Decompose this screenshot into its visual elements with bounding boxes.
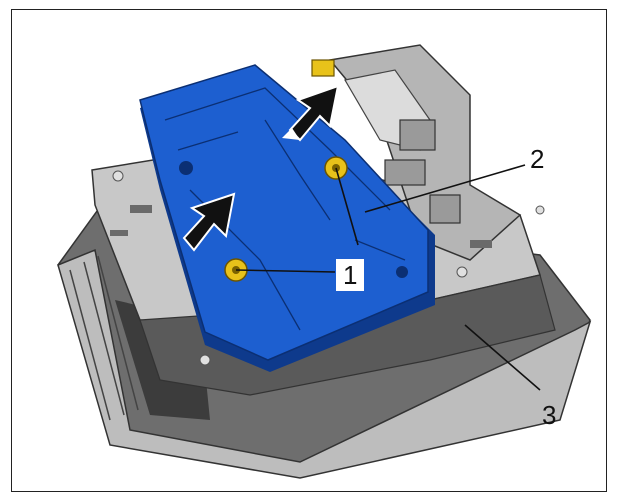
base-plate-slots xyxy=(110,205,492,248)
callout-label-2: 2 xyxy=(530,144,545,174)
housing-front-bezel xyxy=(57,248,592,479)
housing-vent-slats xyxy=(69,255,139,421)
blue-bracket-ribs xyxy=(164,87,406,331)
base-plate-screws xyxy=(112,170,545,366)
removal-arrow-lower xyxy=(182,192,236,252)
callout-label-1: 1 xyxy=(336,259,365,291)
connector-clips xyxy=(384,119,461,224)
blue-bracket-holes xyxy=(179,161,408,278)
yellow-top-connector xyxy=(311,59,335,77)
figure-frame xyxy=(11,9,607,492)
removal-arrow-upper xyxy=(282,84,340,142)
leader-lines xyxy=(235,164,541,391)
callout-label-3: 3 xyxy=(542,400,557,430)
